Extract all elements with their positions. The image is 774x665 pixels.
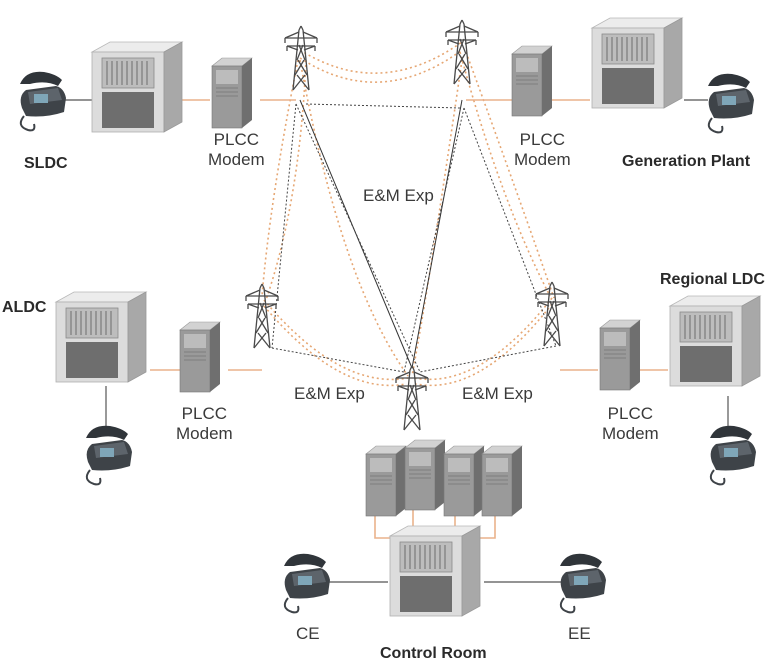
telephone-icon: [85, 424, 133, 486]
em-exp-label: E&M Exp: [363, 186, 434, 205]
server-icon: [179, 321, 221, 393]
telephone-icon: [19, 70, 67, 132]
telephone-icon: [707, 72, 755, 134]
plcc-modem-label: PLCC Modem: [176, 404, 233, 444]
ee-label: EE: [568, 624, 591, 643]
server-icon: [511, 45, 553, 117]
ce-label: CE: [296, 624, 320, 643]
plcc-text: PLCC: [607, 404, 654, 423]
server-icon: [211, 57, 253, 129]
control-room-label: Control Room: [380, 645, 487, 662]
cabinet-icon: [55, 291, 147, 383]
generation-plant-label: Generation Plant: [622, 153, 751, 170]
phone-links: [62, 99, 729, 583]
telephone-icon: [283, 552, 331, 614]
aldc-label: ALDC: [2, 299, 47, 316]
em-exp-label: E&M Exp: [294, 384, 365, 403]
modem-text: Modem: [602, 424, 659, 443]
plcc-modem-label: PLCC Modem: [208, 130, 265, 170]
comm-lines: [299, 99, 463, 369]
server-icon: [365, 445, 407, 517]
server-icon: [443, 445, 485, 517]
plcc-text: PLCC: [213, 130, 260, 149]
server-icon: [599, 319, 641, 391]
transmission-tower-icon: [395, 365, 429, 431]
transmission-tower-icon: [535, 281, 569, 347]
plcc-text: PLCC: [181, 404, 228, 423]
sldc-label: SLDC: [24, 155, 68, 172]
power-lines: [261, 41, 555, 387]
transmission-tower-icon: [445, 19, 479, 85]
plcc-modem-label: PLCC Modem: [514, 130, 571, 170]
cabinet-icon: [591, 17, 683, 109]
plcc-text: PLCC: [519, 130, 566, 149]
modem-text: Modem: [176, 424, 233, 443]
telephone-icon: [709, 424, 757, 486]
plcc-modem-label: PLCC Modem: [602, 404, 659, 444]
cabinet-icon: [669, 295, 761, 387]
server-icon: [481, 445, 523, 517]
modem-text: Modem: [514, 150, 571, 169]
telephone-icon: [559, 552, 607, 614]
server-icon: [404, 439, 446, 511]
regional-ldc-label: Regional LDC: [660, 271, 765, 288]
em-exp-label: E&M Exp: [462, 384, 533, 403]
modem-text: Modem: [208, 150, 265, 169]
cabinet-icon: [389, 525, 481, 617]
cabinet-icon: [91, 41, 183, 133]
